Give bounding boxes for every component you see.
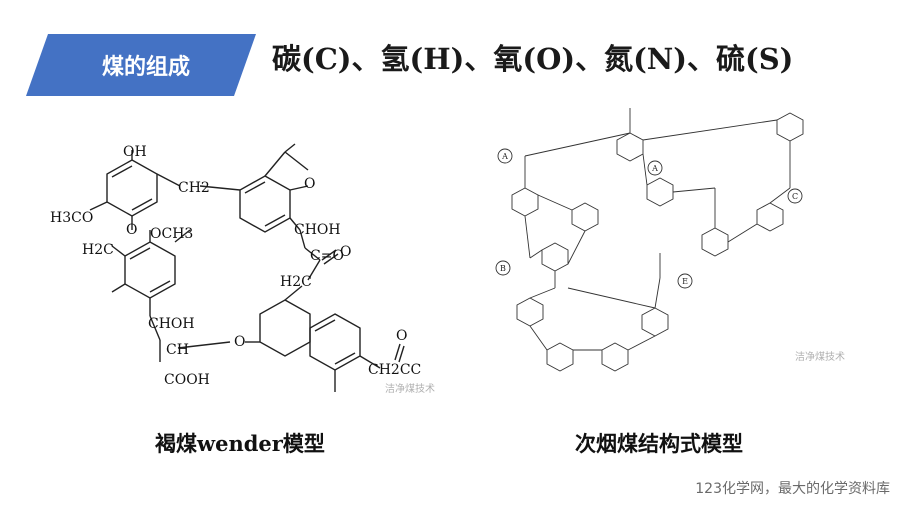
right-watermark: 洁净煤技术	[795, 350, 845, 363]
label-h3co: H3CO	[50, 210, 93, 226]
banner-shape	[26, 34, 256, 96]
caption-subbituminous-model: 次烟煤结构式模型	[575, 431, 743, 456]
marker-b: B	[500, 264, 506, 273]
subbituminous-structure-diagram: A A B C E 洁净煤技术	[495, 108, 845, 372]
ring-r5	[571, 202, 599, 232]
label-oh: OH	[123, 144, 147, 160]
label-ch2cc: CH2CC	[368, 362, 421, 378]
label-h2c-mid: H2C	[280, 274, 312, 290]
marker-a-left: A	[501, 152, 508, 161]
label-och3: OCH3	[150, 226, 193, 242]
elements-heading: 碳(C)、氢(H)、氧(O)、氮(N)、硫(S)	[272, 42, 794, 76]
caption-lignite-model: 褐煤wender模型	[155, 431, 325, 456]
ring-r12	[601, 342, 629, 372]
marker-a-center: A	[651, 164, 658, 173]
marker-c: C	[792, 192, 798, 201]
marker-e: E	[682, 277, 688, 286]
cyclohexane-ring	[259, 299, 311, 357]
benzene-ring-2	[124, 241, 176, 299]
benzene-ring-3	[239, 175, 291, 233]
ring-r11	[546, 342, 574, 372]
label-o-furan: O	[304, 176, 315, 192]
ring-r8	[756, 202, 784, 232]
label-o-bridge: O	[126, 222, 137, 238]
label-ch: CH	[166, 342, 189, 358]
ring-r2	[646, 177, 674, 207]
lignite-structure-diagram: OH H3CO CH2 H2C OCH3 O O CHOH C=O O H2C …	[50, 143, 435, 395]
benzene-ring-4	[309, 313, 361, 371]
footer-source: 123化学网，最大的化学资料库	[695, 481, 890, 497]
ring-r10	[641, 307, 669, 337]
ring-r9	[516, 297, 544, 327]
label-co: C=O	[310, 248, 344, 264]
ring-r1	[616, 132, 644, 162]
label-o-ring: O	[234, 334, 245, 350]
label-choh-right: CHOH	[294, 222, 341, 238]
label-o-keto-1: O	[340, 244, 351, 260]
benzene-ring-1	[106, 159, 158, 217]
banner-title: 煤的组成	[101, 55, 190, 80]
label-o-keto-2: O	[396, 328, 407, 344]
ring-r7	[701, 227, 729, 257]
label-cooh: COOH	[164, 372, 210, 388]
left-watermark: 洁净煤技术	[385, 382, 435, 395]
ring-r6	[541, 242, 569, 272]
label-ch2-top: CH2	[178, 180, 210, 196]
title-banner: 煤的组成	[26, 34, 256, 96]
ring-r3	[776, 112, 804, 142]
label-choh-left: CHOH	[148, 316, 195, 332]
label-h2c: H2C	[82, 242, 114, 258]
ring-r4	[511, 187, 539, 217]
